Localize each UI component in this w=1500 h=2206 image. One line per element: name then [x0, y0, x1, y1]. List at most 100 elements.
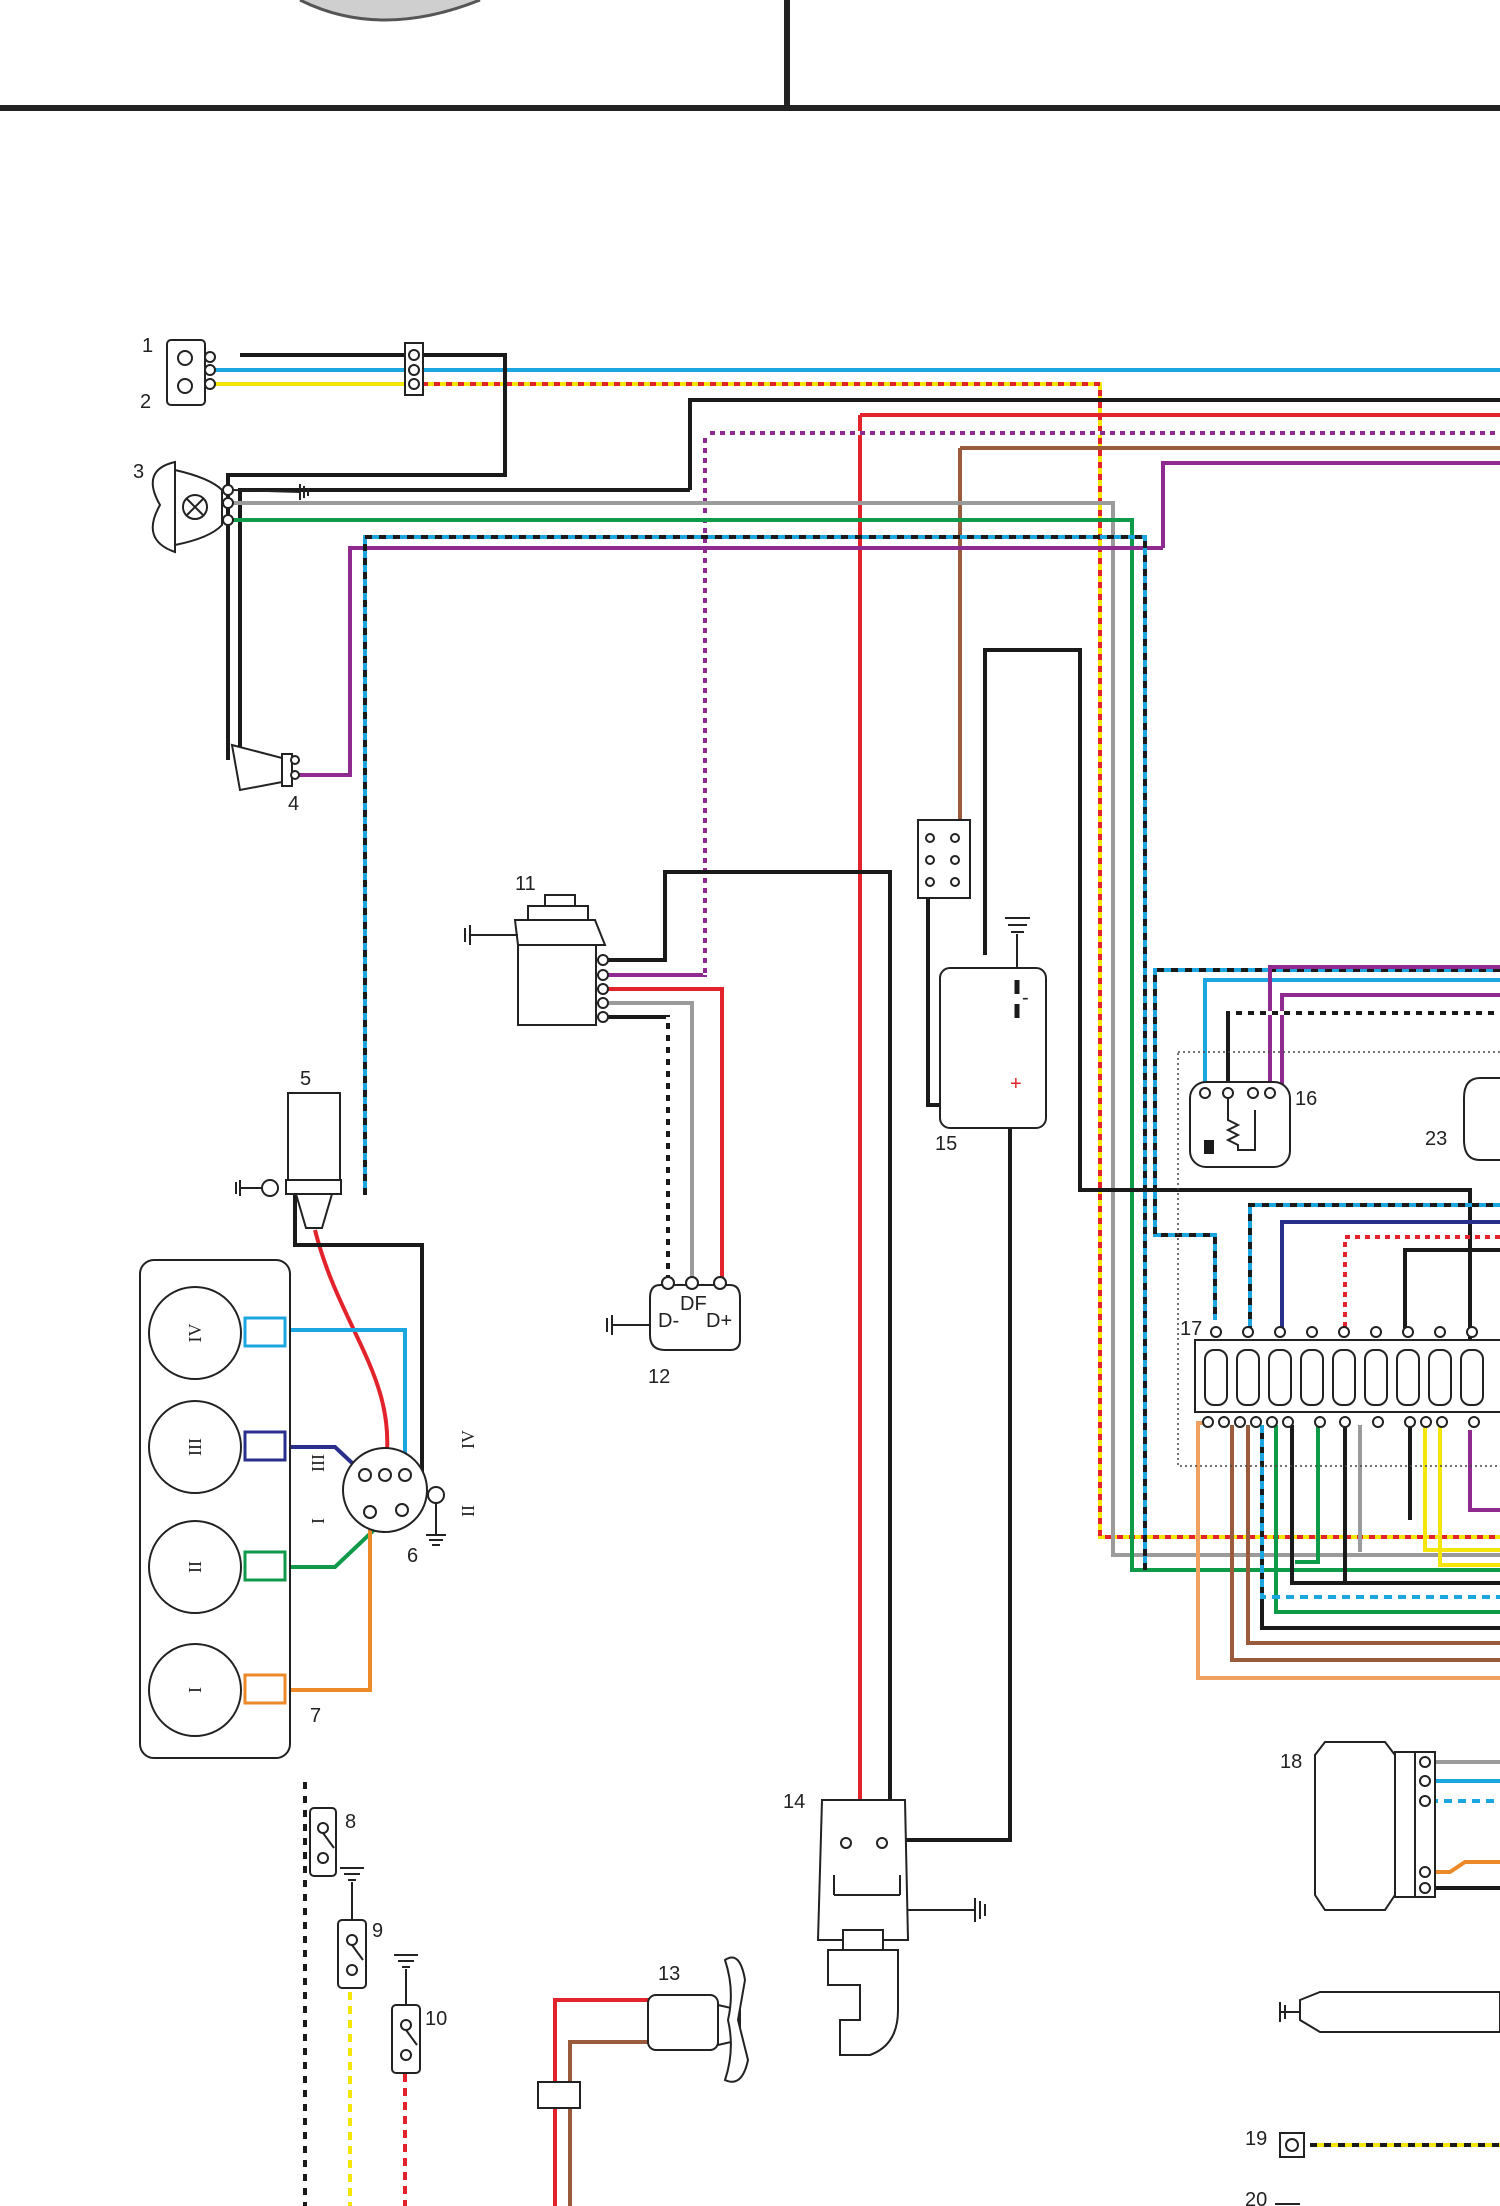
generator-df-label: DF	[680, 1293, 707, 1315]
label-5: 5	[300, 1068, 311, 1090]
wires	[210, 353, 1500, 2206]
label-1: 1	[142, 335, 153, 357]
wire-red-dplus	[605, 987, 724, 1280]
oil-switch-8	[309, 1807, 337, 1877]
wire-violet	[298, 461, 1500, 777]
wire-violet-dashed-stripe	[703, 431, 1500, 975]
label-18: 18	[1280, 1751, 1302, 1773]
label-7: 7	[310, 1705, 321, 1727]
wire-grey	[225, 501, 1500, 1557]
wire-black-dminus	[605, 1015, 670, 1280]
cylinder-label-4: IV	[185, 1324, 205, 1343]
wire-violet-bundle	[1468, 1430, 1500, 1512]
wire-green-bundle	[1274, 1425, 1500, 1614]
wire-black-blue-fuse2	[1248, 1203, 1500, 1330]
wire-red-coil	[313, 1229, 390, 1471]
relay-contact	[1204, 1140, 1214, 1154]
wire-violet-relay-b	[1280, 993, 1500, 1090]
wire-black-coil	[293, 1195, 424, 1480]
wire-brown-bundle-a	[1230, 1425, 1500, 1662]
wire-black-battery-loop	[983, 648, 1472, 1340]
wire-black-battery-to-starter	[882, 1100, 1012, 1842]
fuse-row	[1204, 1349, 1484, 1406]
component-19	[1279, 2132, 1305, 2158]
wire-brown-fan	[568, 2040, 650, 2206]
battery-minus: -	[1022, 987, 1029, 1009]
generator-dminus-label: D-	[658, 1310, 679, 1332]
cylinder-label-3: III	[185, 1438, 205, 1456]
cylinder-label-1: I	[185, 1687, 205, 1693]
label-10: 10	[425, 2008, 447, 2030]
wire-brown	[958, 446, 1500, 830]
label-20: 20	[1245, 2189, 1267, 2206]
wire-blue-black-stripe	[363, 535, 1147, 1570]
label-14: 14	[783, 1791, 805, 1813]
label-13: 13	[658, 1963, 680, 1985]
label-15: 15	[935, 1133, 957, 1155]
ground-harness	[1279, 1991, 1500, 2033]
horn	[230, 743, 300, 792]
wire-red-fan	[553, 1998, 650, 2206]
fuse-bottom-terminals	[1202, 1416, 1480, 1428]
wire-violet-dashed	[605, 431, 1500, 977]
wire-red-starter	[858, 413, 1500, 1845]
wire-yellow-bundle-b	[1438, 1425, 1500, 1567]
wire-blue-dashed-bundle	[1260, 1425, 1500, 1599]
wire-blue-plug4	[290, 1328, 407, 1478]
wire-black-white-fuse7	[1403, 1248, 1500, 1330]
dashboard-area-box	[1177, 1051, 1500, 1467]
distributor-mark-3: III	[308, 1454, 328, 1472]
wire-orange-plug1	[290, 1515, 372, 1692]
wire-black-bundle-b	[1290, 1425, 1500, 1585]
plug-cap-2	[243, 1550, 287, 1582]
label-4: 4	[288, 793, 299, 815]
wire-green-bundle-b	[1295, 1425, 1320, 1564]
wire-blue-relay	[1203, 978, 1500, 1090]
wire-brown-bundle-b	[1246, 1425, 1500, 1645]
voltage-regulator	[464, 894, 609, 1026]
label-6: 6	[407, 1545, 418, 1567]
battery-plus: +	[1010, 1073, 1022, 1095]
wire-orange-18	[1430, 1860, 1500, 1874]
label-19: 19	[1245, 2128, 1267, 2150]
label-16: 16	[1295, 1088, 1317, 1110]
label-23: 23	[1425, 1128, 1447, 1150]
wire-yellow-red-stripe	[410, 382, 1500, 1539]
switch-9	[337, 1867, 367, 1989]
distributor-mark-4: IV	[458, 1430, 478, 1449]
cylinder-bank: IV III II I	[139, 1259, 291, 1759]
distributor-mark-2: II	[458, 1505, 478, 1517]
ignition-coil	[235, 1092, 342, 1229]
label-17: 17	[1180, 1318, 1202, 1340]
wire-red-fuse5	[1343, 1235, 1500, 1330]
gauge-graphic	[299, 0, 481, 22]
label-12: 12	[648, 1366, 670, 1388]
starter	[816, 1799, 986, 2056]
label-11: 11	[515, 873, 536, 895]
wire-black-horn	[688, 398, 1500, 490]
wire-green	[225, 518, 1500, 1572]
headlamp	[151, 460, 309, 554]
distributor-mark-1: I	[308, 1518, 328, 1524]
switch-10	[391, 1954, 421, 2074]
fuse-box	[1194, 1326, 1500, 1428]
generator-dplus-label: D+	[706, 1310, 732, 1332]
wire-black-horn-drop	[238, 488, 690, 762]
component-18	[1314, 1741, 1436, 1911]
cylinder-label-2: II	[185, 1561, 205, 1573]
distributor: III I IV II	[308, 1430, 478, 1546]
wire-black-bundle	[1260, 1425, 1500, 1630]
header-strip	[0, 0, 1500, 111]
component-23	[1463, 1077, 1500, 1161]
wire-darkblue-fuse3	[1280, 1220, 1500, 1330]
flasher-relay	[1189, 1081, 1291, 1168]
plug-cap-4	[243, 1316, 287, 1348]
label-8: 8	[345, 1811, 356, 1833]
label-2: 2	[140, 391, 151, 413]
wire-violet-relay-a	[1268, 965, 1500, 1090]
component-labels: 1 2 3 4 5 6 7 8 9 10 11 12 13 14 15 16 1…	[133, 335, 1447, 2206]
label-9: 9	[372, 1920, 383, 1942]
wiper-motor	[537, 1956, 750, 2109]
wire-yellow-bundle-a	[1423, 1425, 1500, 1552]
